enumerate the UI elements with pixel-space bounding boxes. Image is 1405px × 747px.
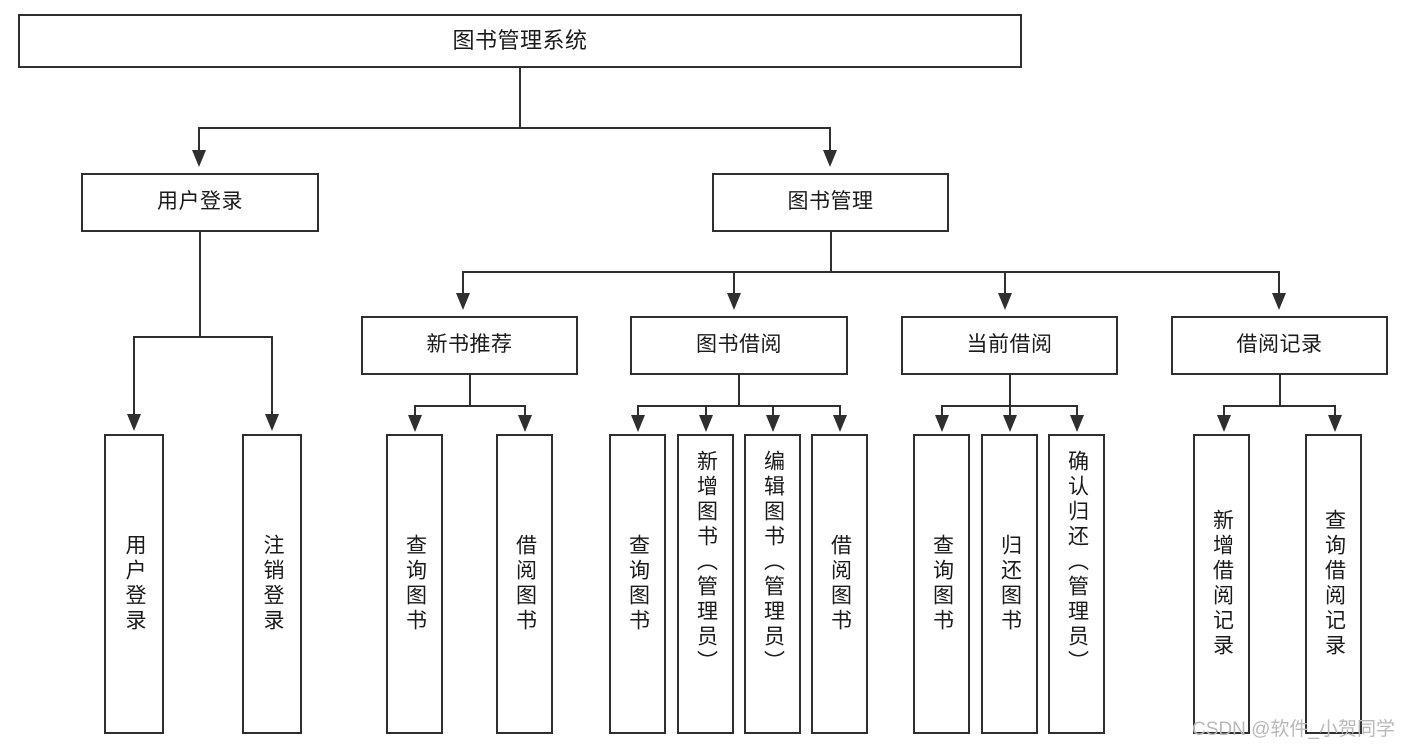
connector-book-manage-drop-3 bbox=[1004, 271, 1006, 295]
node-label: 新增图书（管理员） bbox=[694, 450, 718, 675]
arrowhead-to-leaf-edit-book bbox=[766, 415, 780, 432]
node-label: 新增借阅记录 bbox=[1210, 509, 1234, 659]
connector-root-stem bbox=[519, 68, 521, 128]
node-label: 查询图书 bbox=[626, 534, 650, 634]
arrowhead-to-leaf-query-book-3 bbox=[935, 415, 949, 432]
connector-current-borrow-drop-1 bbox=[941, 405, 943, 417]
connector-new-book-stem bbox=[469, 375, 471, 406]
leaf-add-book-admin[interactable]: 新增图书（管理员） bbox=[677, 434, 734, 734]
leaf-add-borrow-record[interactable]: 新增借阅记录 bbox=[1193, 434, 1250, 734]
connector-root-drop-right bbox=[829, 127, 831, 152]
connector-borrow-record-drop-2 bbox=[1334, 405, 1336, 417]
connector-book-borrow-drop-2 bbox=[705, 405, 707, 417]
csdn-watermark: CSDN @软件_小贺同学 bbox=[1192, 719, 1395, 740]
node-book-management[interactable]: 图书管理 bbox=[712, 173, 949, 232]
node-label: 归还图书 bbox=[998, 534, 1022, 634]
node-label: 图书管理系统 bbox=[452, 28, 588, 54]
node-label: 当前借阅 bbox=[966, 333, 1053, 357]
arrowhead-to-leaf-add-record bbox=[1217, 415, 1231, 432]
arrowhead-to-leaf-borrow-book-2 bbox=[833, 415, 847, 432]
arrowhead-to-leaf-query-book-2 bbox=[631, 415, 645, 432]
node-label: 确认归还（管理员） bbox=[1065, 450, 1089, 675]
connector-book-borrow-stem bbox=[738, 375, 740, 406]
leaf-edit-book-admin[interactable]: 编辑图书（管理员） bbox=[744, 434, 801, 734]
arrowhead-to-book-manage bbox=[823, 150, 837, 167]
leaf-query-book-1[interactable]: 查询图书 bbox=[386, 434, 443, 734]
connector-current-borrow-drop-2 bbox=[1009, 405, 1011, 417]
connector-book-manage-drop-1 bbox=[462, 271, 464, 295]
connector-book-manage-stem bbox=[830, 232, 832, 272]
arrowhead-to-book-borrow bbox=[727, 293, 741, 310]
leaf-user-login[interactable]: 用户登录 bbox=[104, 434, 164, 734]
connector-book-borrow-drop-3 bbox=[772, 405, 774, 417]
node-label: 用户登录 bbox=[157, 190, 243, 214]
leaf-query-borrow-record[interactable]: 查询借阅记录 bbox=[1305, 434, 1362, 734]
arrowhead-to-leaf-query-book-1 bbox=[408, 415, 422, 432]
arrowhead-to-leaf-query-record bbox=[1328, 415, 1342, 432]
connector-book-manage-drop-2 bbox=[733, 271, 735, 295]
node-label: 新书推荐 bbox=[426, 333, 513, 357]
connector-current-borrow-stem bbox=[1009, 375, 1011, 406]
arrowhead-to-user-login bbox=[192, 150, 206, 167]
connector-book-borrow-drop-1 bbox=[637, 405, 639, 417]
connector-user-login-stem bbox=[199, 232, 201, 337]
connector-book-manage-bus bbox=[462, 271, 1280, 273]
connector-user-login-drop-2 bbox=[271, 336, 273, 416]
node-book-borrow[interactable]: 图书借阅 bbox=[630, 316, 848, 375]
node-borrow-record[interactable]: 借阅记录 bbox=[1171, 316, 1388, 375]
connector-borrow-record-drop-1 bbox=[1223, 405, 1225, 417]
leaf-confirm-return-admin[interactable]: 确认归还（管理员） bbox=[1048, 434, 1105, 734]
node-label: 借阅记录 bbox=[1236, 333, 1323, 357]
node-label: 查询图书 bbox=[930, 534, 954, 634]
arrowhead-to-leaf-add-book bbox=[699, 415, 713, 432]
node-new-book-recommend[interactable]: 新书推荐 bbox=[361, 316, 578, 375]
node-label: 编辑图书（管理员） bbox=[761, 450, 785, 675]
node-root-book-management-system[interactable]: 图书管理系统 bbox=[18, 14, 1022, 68]
arrowhead-to-borrow-record bbox=[1272, 293, 1286, 310]
connector-book-borrow-drop-4 bbox=[839, 405, 841, 417]
arrowhead-to-leaf-return-book bbox=[1003, 415, 1017, 432]
leaf-return-book[interactable]: 归还图书 bbox=[981, 434, 1038, 734]
connector-book-manage-drop-4 bbox=[1278, 271, 1280, 295]
node-label: 借阅图书 bbox=[513, 534, 537, 634]
connector-user-login-bus bbox=[133, 336, 272, 338]
arrowhead-to-leaf-confirm-return bbox=[1070, 415, 1084, 432]
arrowhead-to-new-book-recommend bbox=[456, 293, 470, 310]
connector-new-book-bus bbox=[414, 405, 526, 407]
leaf-user-logout[interactable]: 注销登录 bbox=[242, 434, 302, 734]
node-label: 查询图书 bbox=[403, 534, 427, 634]
leaf-query-book-3[interactable]: 查询图书 bbox=[913, 434, 970, 734]
node-user-login[interactable]: 用户登录 bbox=[81, 173, 319, 232]
node-label: 查询借阅记录 bbox=[1322, 509, 1346, 659]
connector-borrow-record-bus bbox=[1223, 405, 1335, 407]
node-label: 图书管理 bbox=[787, 190, 874, 214]
node-label: 借阅图书 bbox=[828, 534, 852, 634]
leaf-borrow-book-1[interactable]: 借阅图书 bbox=[496, 434, 553, 734]
arrowhead-to-leaf-borrow-book-1 bbox=[518, 415, 532, 432]
connector-current-borrow-drop-3 bbox=[1076, 405, 1078, 417]
leaf-query-book-2[interactable]: 查询图书 bbox=[609, 434, 666, 734]
node-label: 图书借阅 bbox=[696, 333, 782, 357]
connector-root-drop-left bbox=[198, 127, 200, 152]
arrowhead-to-leaf-user-login bbox=[127, 414, 141, 431]
node-label: 用户登录 bbox=[123, 534, 147, 634]
node-current-borrow[interactable]: 当前借阅 bbox=[901, 316, 1118, 375]
node-label: 注销登录 bbox=[261, 534, 285, 634]
connector-new-book-drop-1 bbox=[414, 405, 416, 417]
connector-borrow-record-stem bbox=[1279, 375, 1281, 406]
leaf-borrow-book-2[interactable]: 借阅图书 bbox=[811, 434, 868, 734]
arrowhead-to-current-borrow bbox=[998, 293, 1012, 310]
connector-root-bus bbox=[198, 127, 830, 129]
connector-new-book-drop-2 bbox=[524, 405, 526, 417]
arrowhead-to-leaf-user-logout bbox=[265, 414, 279, 431]
connector-user-login-drop-1 bbox=[133, 336, 135, 416]
connector-book-borrow-bus bbox=[637, 405, 841, 407]
